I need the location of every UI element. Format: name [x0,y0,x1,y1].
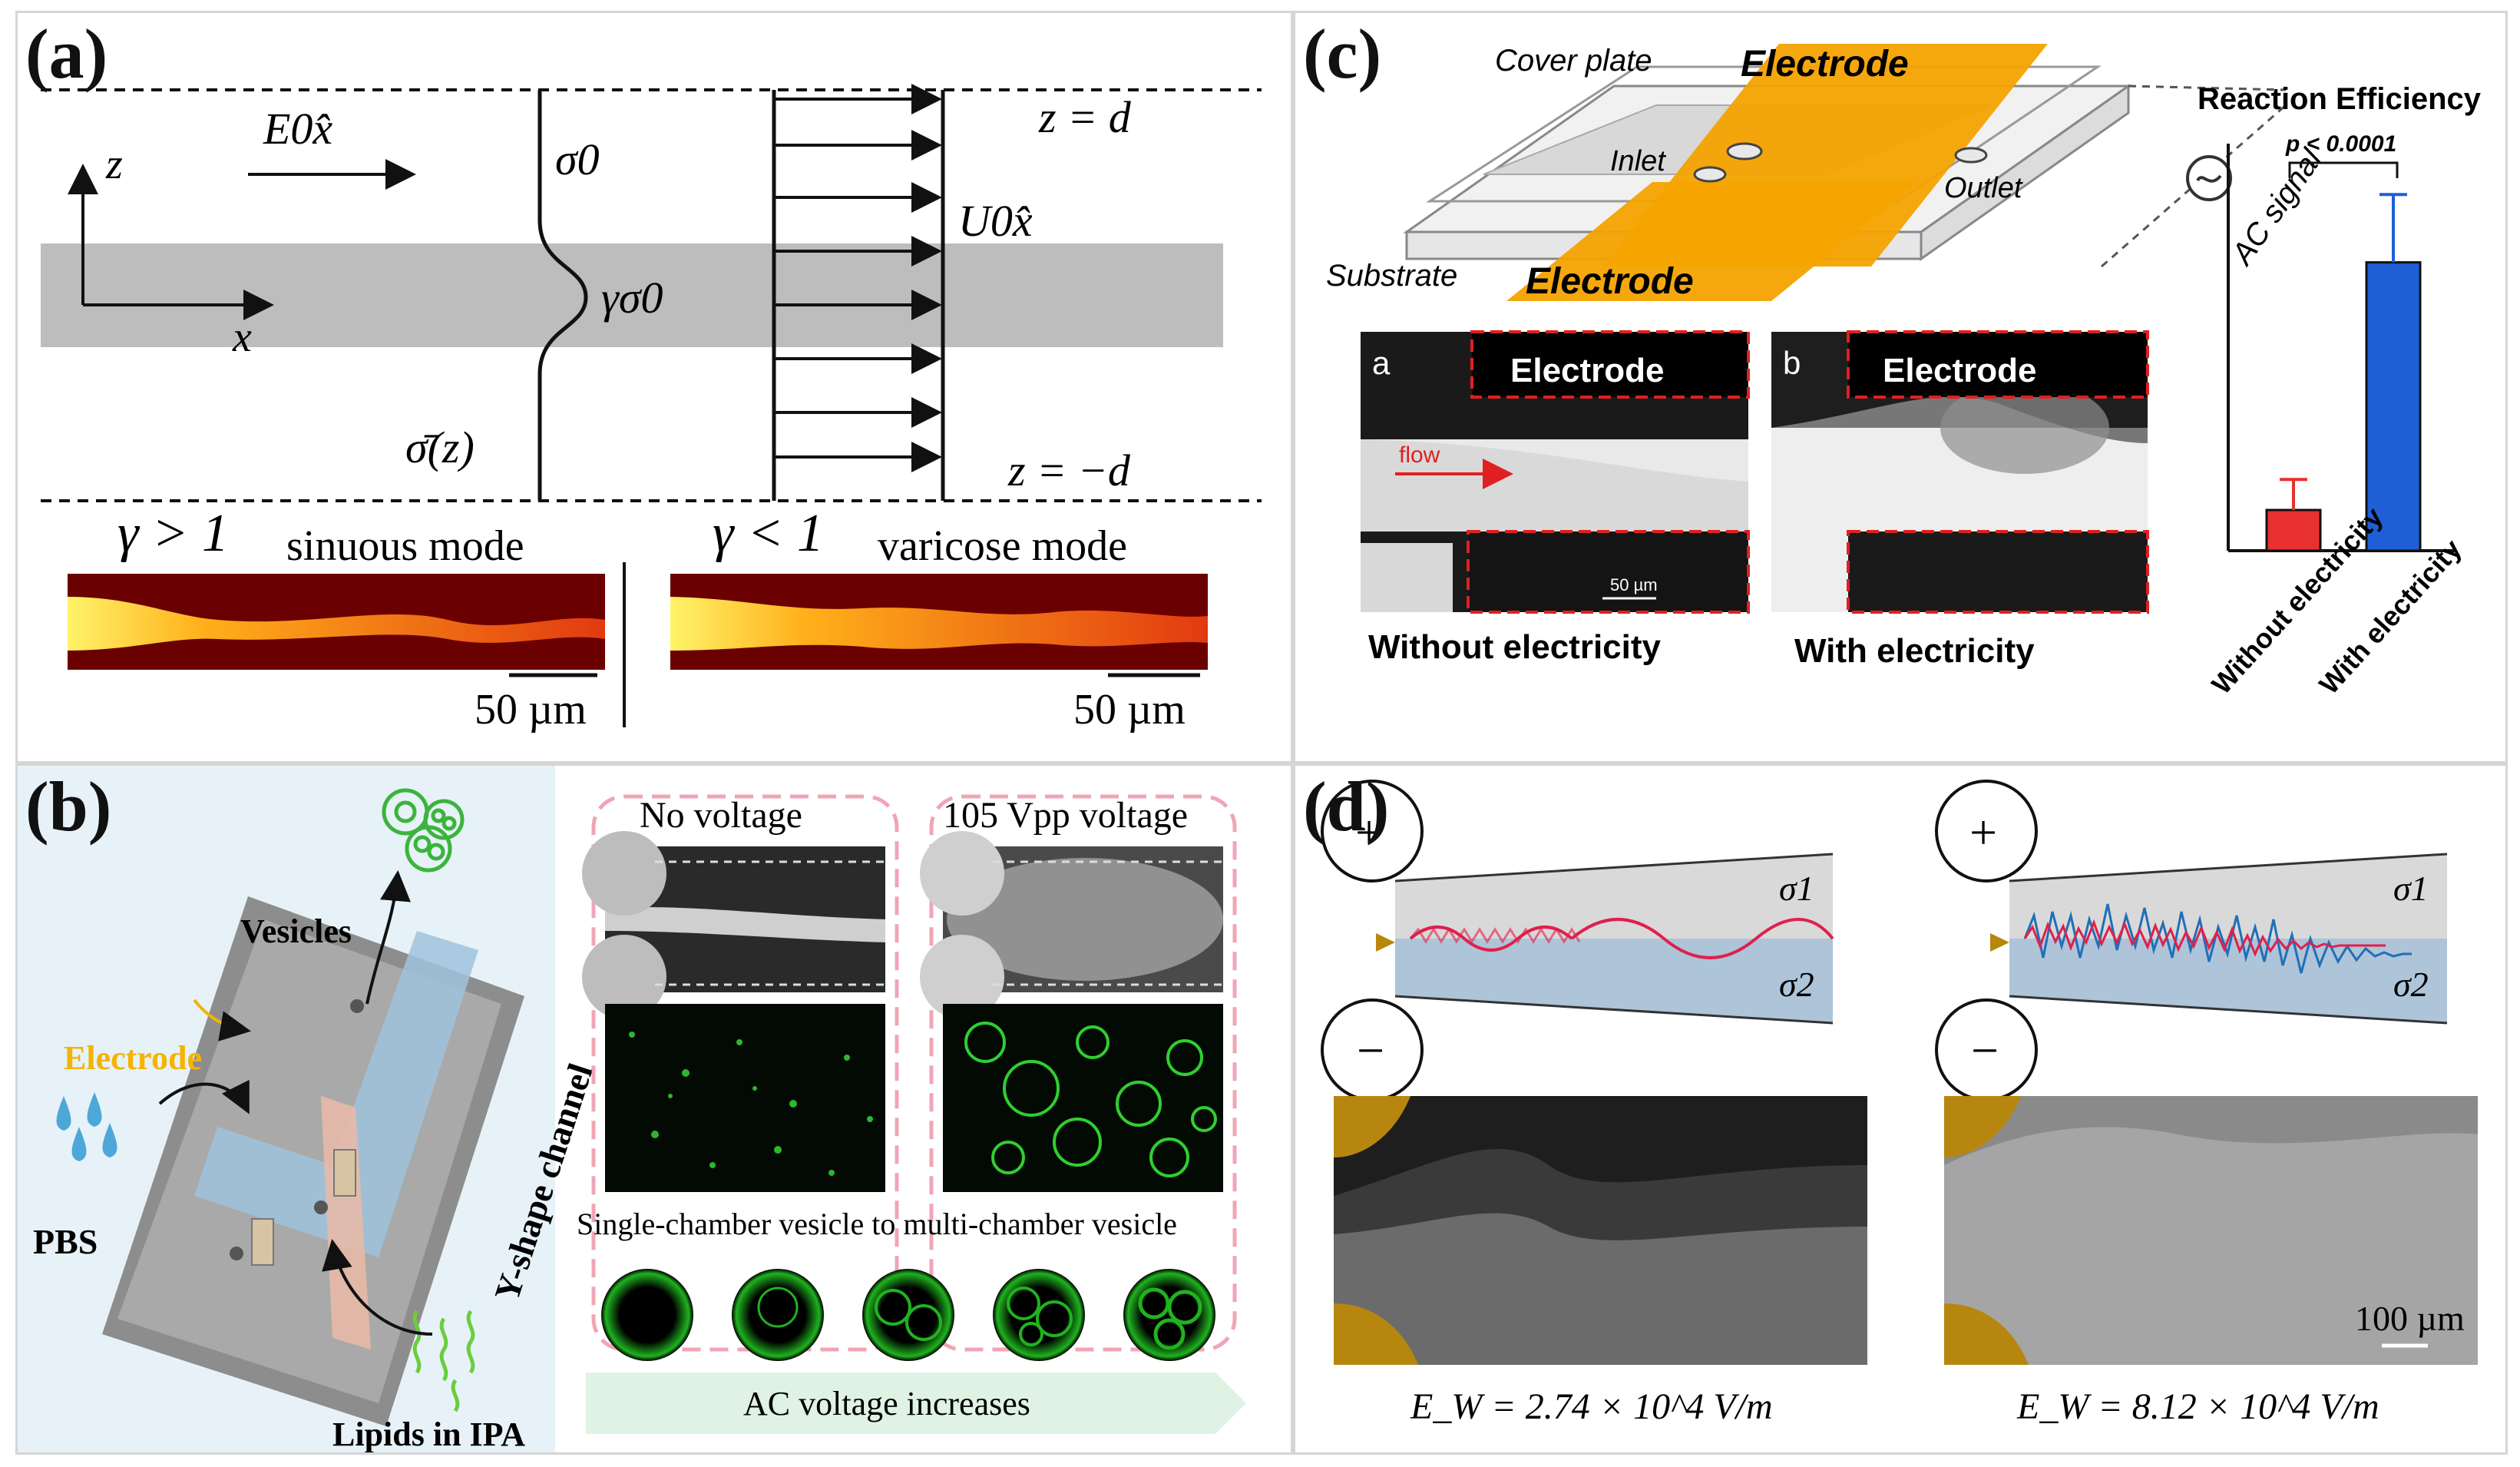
sigma0-label: σ0 [555,134,600,184]
ac-increase-arrow [586,1373,1246,1434]
img-a-electrode: Electrode [1510,352,1665,389]
ew-left: E_W = 2.74 × 10^4 V/m [1410,1386,1773,1427]
reaction-efficiency-chart [2227,144,2455,552]
micrograph-right [1944,1096,2478,1365]
electrode-bottom-label: Electrode [1526,261,1694,302]
electrode-label: Electrode [64,1039,202,1077]
scale-left-label: 50 µm [475,686,587,734]
single-to-multi-label: Single-chamber vesicle to multi-chamber … [577,1207,1177,1241]
pbs-label: PBS [33,1222,98,1261]
panel-c-figure: Cover plate Electrode Inlet Outlet Subst… [1326,44,2482,700]
panel-d: + − σ1 σ2 + − σ1 σ2 [1293,763,2508,1455]
micrograph-left [1334,1096,1867,1365]
caption-without: Without electricity [1368,628,1662,666]
device-schematic [1403,44,2287,301]
flow-label: U0x̂ [958,196,1033,246]
no-voltage-fluorescence [605,1004,885,1192]
panel-b: Vesicles Electrode Y-shape channel PBS L… [15,763,1293,1455]
ac-increase-label: AC voltage increases [743,1385,1030,1422]
panel-b-figure: Vesicles Electrode Y-shape channel PBS L… [18,766,1246,1453]
voltage-fluorescence [943,1004,1223,1192]
sinuous-jet [68,597,605,651]
interface-band [41,243,1223,347]
p-value: p < 0.0001 [2285,131,2396,157]
axis-z-label: z [105,141,123,188]
lipids-label: Lipids in IPA [332,1416,525,1453]
sigma2-right: σ2 [2393,965,2429,1004]
field-label: E0x̂ [263,104,332,154]
panel-a: z x E0x̂ σ0 γσ0 σ̄(z) U0x̂ z = d z = −d … [15,11,1293,763]
inlet-label: Inlet [1610,145,1666,177]
gamma-sigma0-label: γσ0 [601,273,663,323]
substrate-label: Substrate [1326,259,1457,293]
lipids-icon [412,1310,475,1412]
significance-bracket [2288,161,2399,178]
img-a-scale: 50 µm [1610,575,1658,594]
varicose-jet [670,597,1208,651]
electrode-arrow [193,998,251,1041]
panel-a-figure: z x E0x̂ σ0 γσ0 σ̄(z) U0x̂ z = d z = −d … [41,84,1262,734]
axis-x-label: x [232,313,252,361]
minus-left: − [1357,1023,1384,1078]
vesicles-label: Vesicles [240,912,352,950]
error-bar-with-electricity [2379,193,2407,263]
bar-without-electricity [2265,508,2322,552]
pbs-arrow [158,1079,250,1114]
chip-schematic [102,896,524,1426]
voltage-label: 105 Vpp voltage [943,795,1188,836]
error-bar-without-electricity [2280,478,2307,510]
panel-b-label: (b) [25,767,112,846]
conductivity-profile [537,90,588,501]
img-b-tag: b [1783,345,1801,381]
no-voltage-label: No voltage [640,795,802,836]
dense-vesicles [964,1022,1217,1177]
plus-right: + [1969,805,1997,859]
panel-c: Cover plate Electrode Inlet Outlet Subst… [1293,11,2508,763]
z-bottom-label: z = −d [1007,445,1131,495]
lipid-arrow [322,1239,433,1336]
sparse-vesicles [629,1032,873,1176]
sigma1-right: σ1 [2393,869,2429,908]
caption-with: With electricity [1794,632,2035,670]
img-a-tag: a [1372,345,1391,381]
scale-right-label: 50 µm [1073,686,1186,734]
panel-d-figure: + − σ1 σ2 + − σ1 σ2 [1321,780,2478,1427]
vesicle-progression [601,1269,1215,1361]
vesicle-out-arrow [365,870,411,1005]
voltage-frame [929,794,1237,1352]
no-voltage-flow-image [582,831,885,1019]
electrode-top-label: Electrode [1741,44,1909,84]
minus-right: − [1971,1023,1999,1078]
bar-with-electricity [2365,261,2422,552]
cover-plate-label: Cover plate [1495,44,1652,78]
scale-label: 100 µm [2355,1299,2465,1338]
left-gamma: γ > 1 [117,504,229,563]
micrograph-a [1361,330,1750,614]
micrograph-b [1771,330,2149,614]
z-top-label: z = d [1038,92,1132,142]
plus-left: + [1355,805,1383,859]
panel-a-label: (a) [25,15,108,93]
sigma-bar-label: σ̄(z) [405,422,475,472]
ew-right: E_W = 8.12 × 10^4 V/m [2016,1386,2379,1427]
flow-label: flow [1399,442,1440,468]
sigma2-left: σ2 [1779,965,1814,1004]
panel-c-label: (c) [1303,15,1382,93]
left-mode: sinuous mode [286,522,524,570]
velocity-arrows [774,84,942,472]
right-gamma: γ < 1 [713,504,824,563]
panel-d-label: (d) [1303,767,1390,846]
schematic-right [1935,780,2448,1101]
outlet-label: Outlet [1944,172,2023,204]
chart-title: Reaction Efficiency [2198,82,2482,116]
vesicles-icon [382,788,465,873]
voltage-flow-image [920,831,1223,1019]
img-b-electrode: Electrode [1883,352,2037,389]
right-mode: varicose mode [878,522,1127,570]
schematic-left [1321,780,1834,1101]
droplets-icon [56,1092,117,1161]
no-voltage-frame [591,794,899,1352]
sigma1-left: σ1 [1779,869,1814,908]
